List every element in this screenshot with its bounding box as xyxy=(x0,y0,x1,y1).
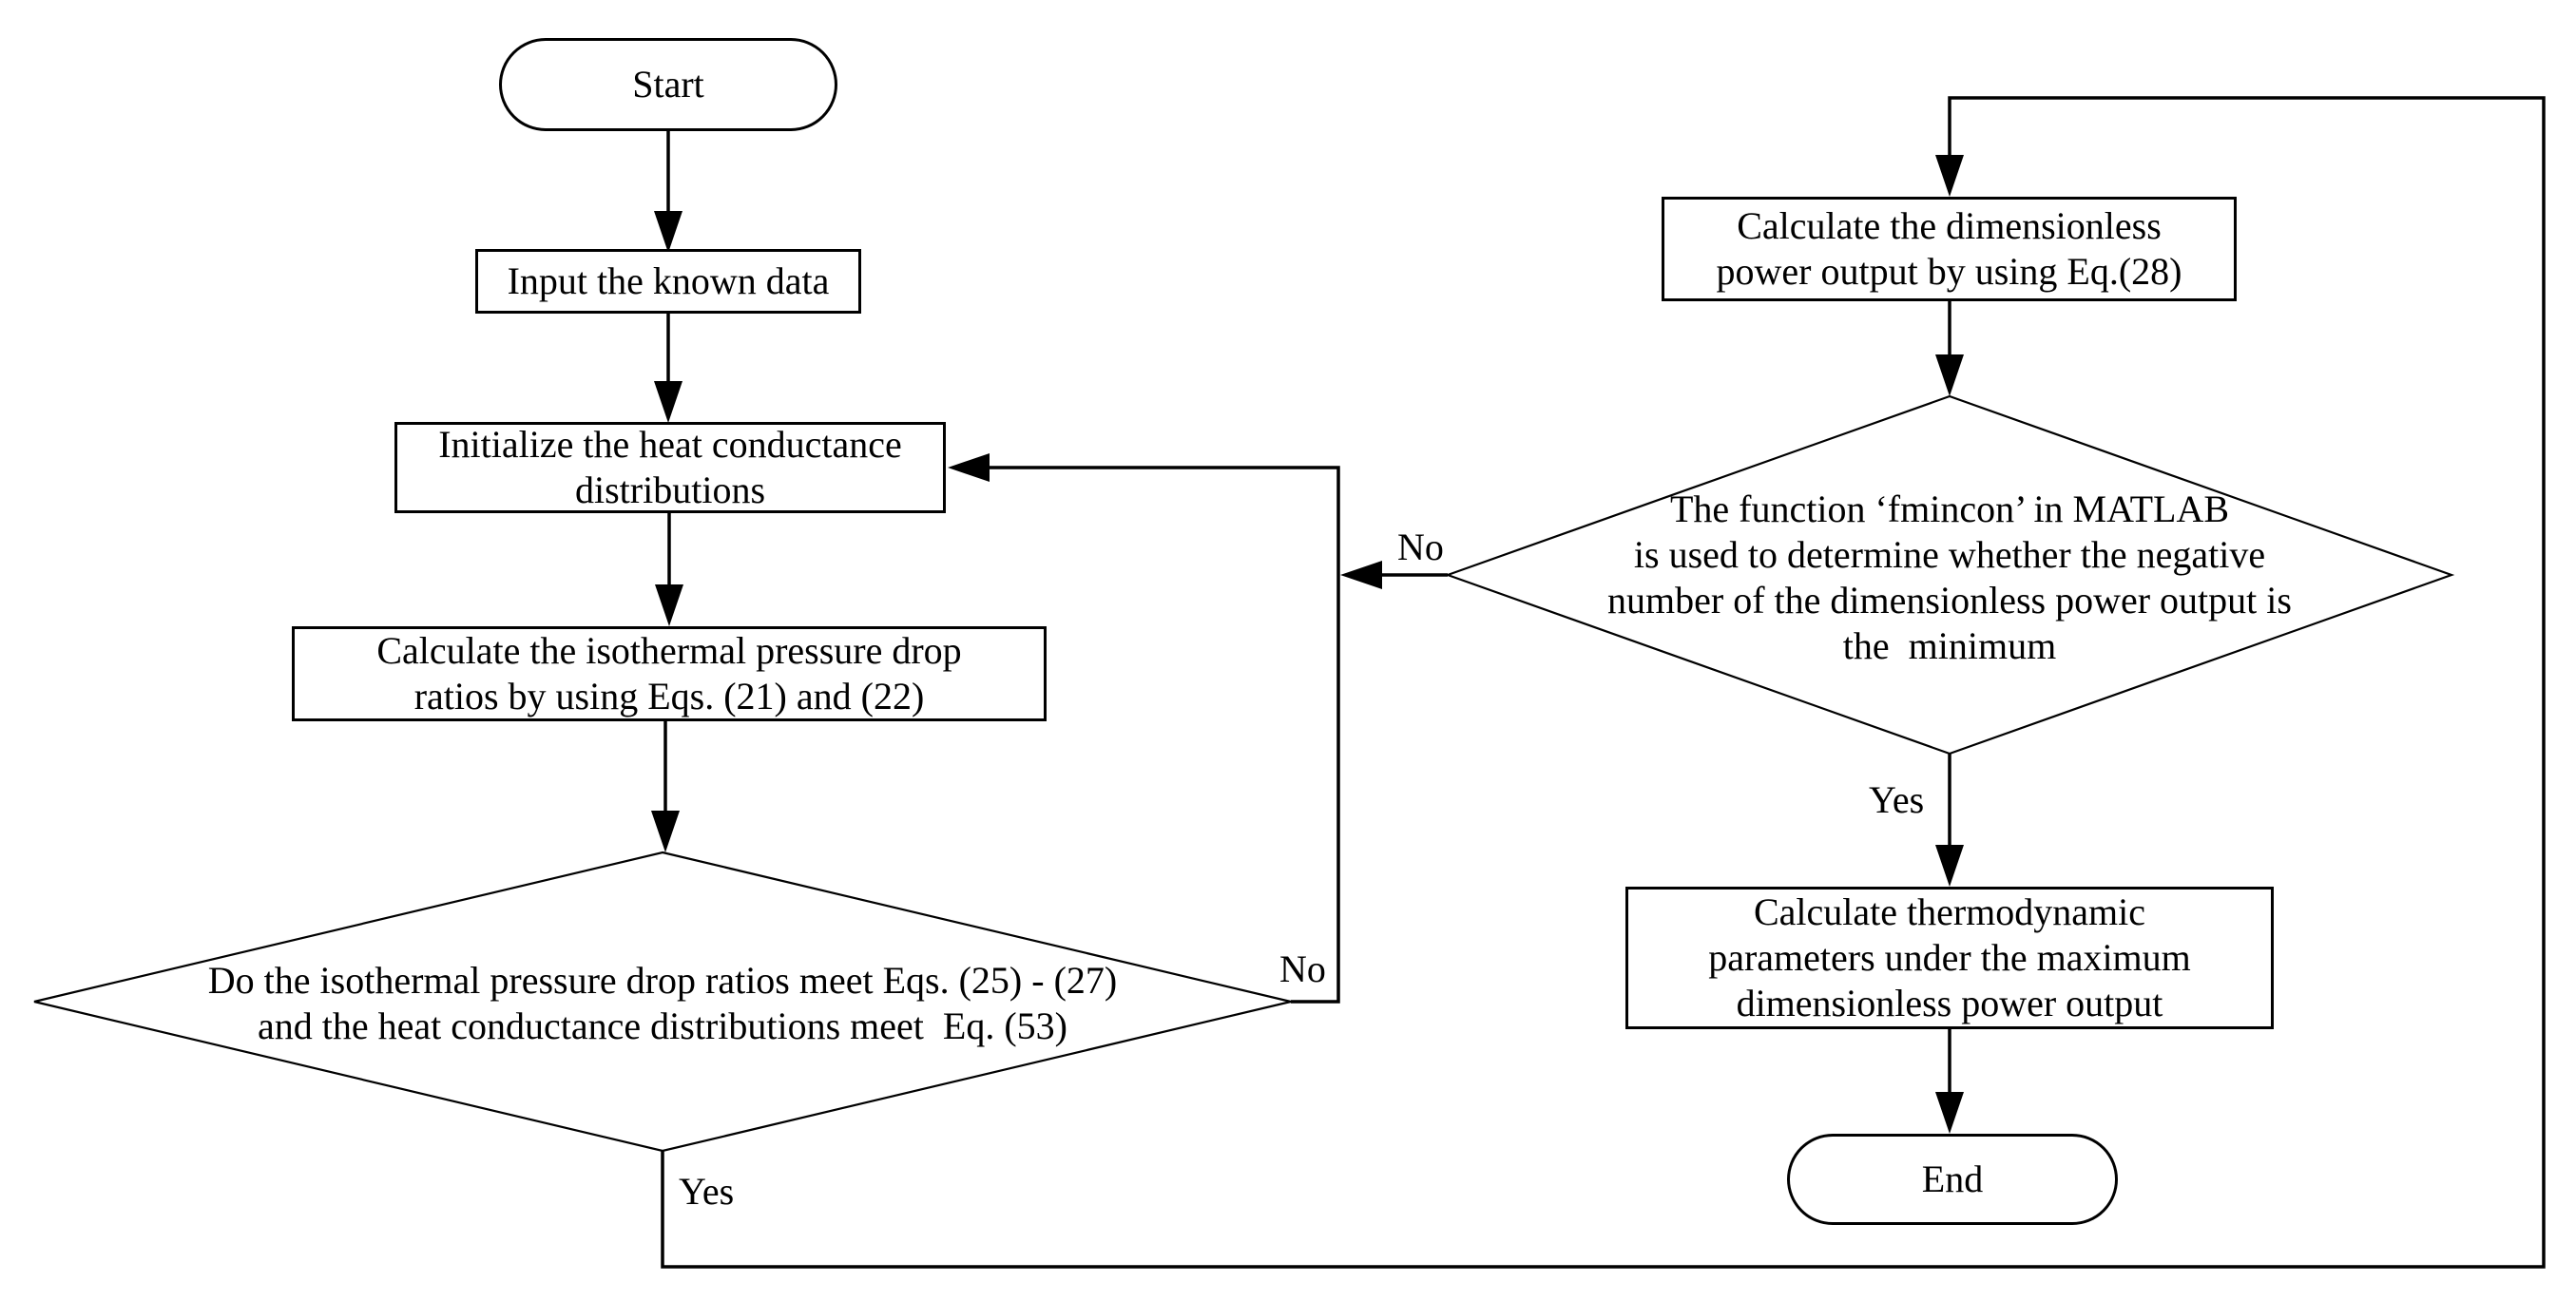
edge-yes-loop-bottom xyxy=(661,96,2546,1269)
start-node: Start xyxy=(499,38,837,131)
arrowhead-into-calcratios xyxy=(655,584,683,626)
edge-label-no-right: No xyxy=(1397,526,1444,568)
arrowhead-into-input xyxy=(654,211,682,253)
arrowhead-into-end xyxy=(1935,1092,1964,1134)
arrowhead-into-initialize-right xyxy=(948,453,990,482)
connector-lines xyxy=(661,96,2546,1269)
fmincon-decision-label: The function ‘fmincon’ in MATLAB is used… xyxy=(1607,488,2292,667)
edge-label-yes-right: Yes xyxy=(1869,778,1925,821)
calc-pressure-ratios-node: Calculate the isothermal pressure drop r… xyxy=(292,626,1047,721)
edge-label-no-left: No xyxy=(1279,947,1326,990)
arrowhead-into-noline xyxy=(1340,561,1382,589)
calc-power-node: Calculate the dimensionless power output… xyxy=(1662,197,2237,301)
calc-thermo-node: Calculate thermodynamic parameters under… xyxy=(1625,887,2274,1029)
arrowhead-into-calcpower xyxy=(1935,155,1964,197)
arrowheads xyxy=(651,155,1964,1134)
arrowhead-into-left-diamond xyxy=(651,811,680,852)
initialize-node: Initialize the heat conductance distribu… xyxy=(394,422,946,513)
edge-no-loop-left xyxy=(990,466,1340,1004)
arrowhead-into-right-diamond xyxy=(1935,354,1964,396)
end-node: End xyxy=(1787,1134,2118,1225)
edge-label-yes-left: Yes xyxy=(679,1170,735,1213)
arrowhead-into-calcthermo xyxy=(1935,845,1964,887)
diamond-shapes xyxy=(33,394,2455,1153)
input-data-node: Input the known data xyxy=(475,249,861,314)
arrowhead-into-initialize xyxy=(654,381,682,423)
pressure-ratio-decision-label: Do the isothermal pressure drop ratios m… xyxy=(207,959,1118,1047)
